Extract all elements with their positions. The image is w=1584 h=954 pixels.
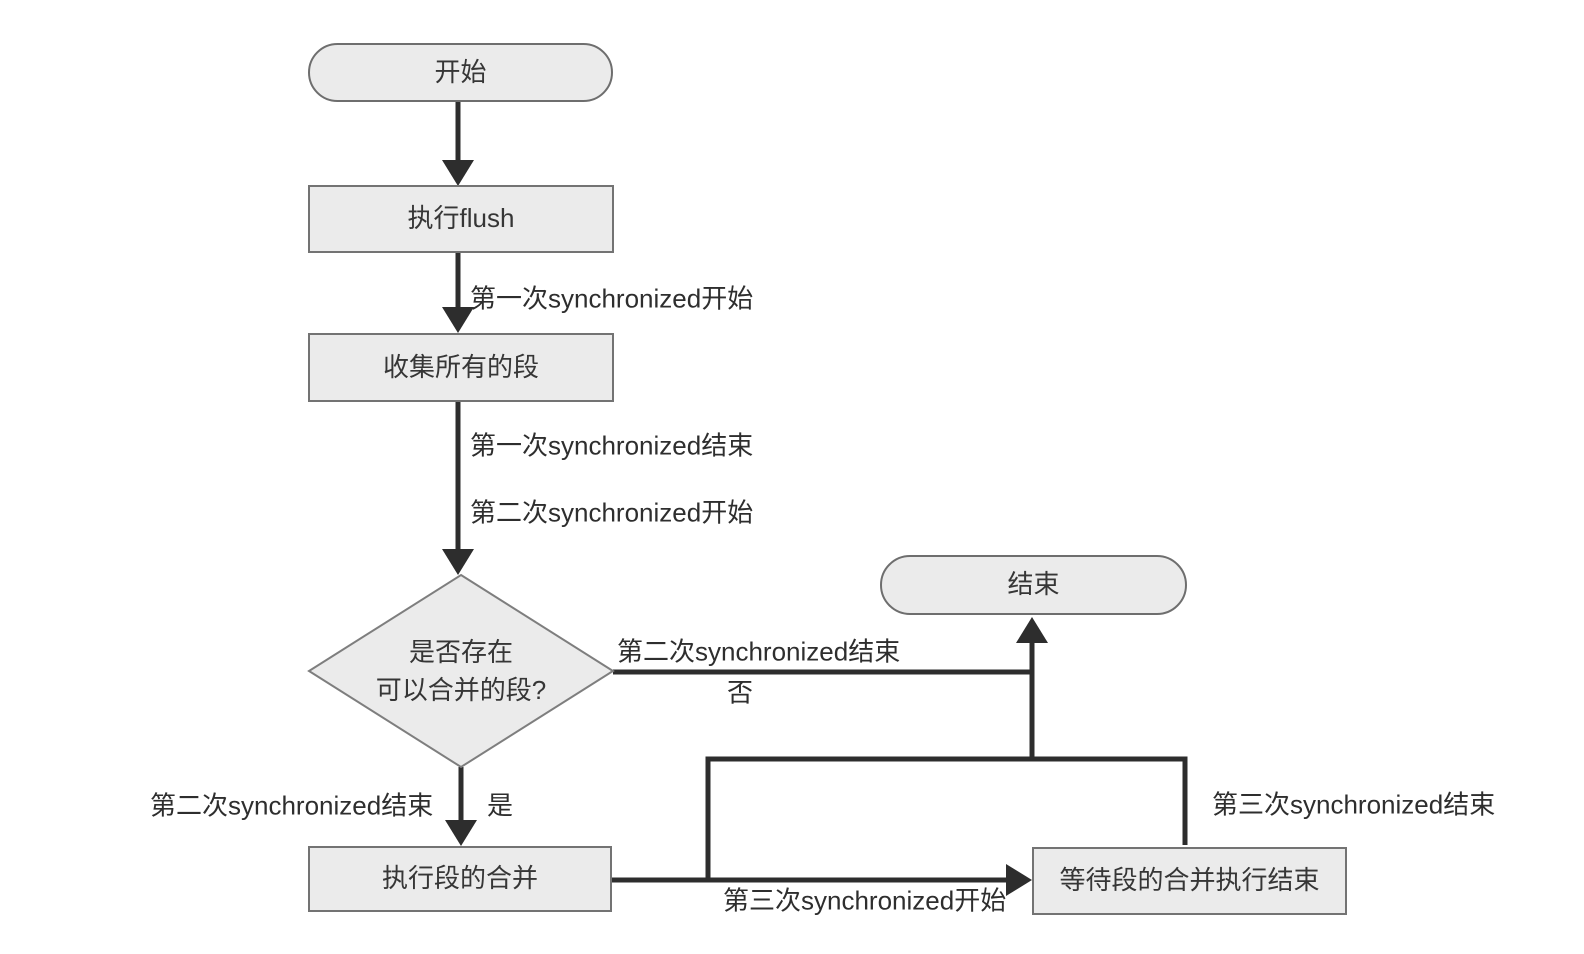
edge-label-sync1-end: 第一次synchronized结束 <box>470 430 754 461</box>
arrowhead-collect-decision <box>442 549 474 575</box>
node-merge: 执行段的合并 <box>308 846 612 912</box>
decision-diamond-shape <box>307 573 615 769</box>
node-wait-label: 等待段的合并执行结束 <box>1059 865 1320 896</box>
node-decision-label-line1: 是否存在 <box>408 637 513 667</box>
arrowhead-decision-merge <box>445 820 477 846</box>
arrowhead-to-end <box>1016 617 1048 643</box>
node-flush: 执行flush <box>308 185 614 253</box>
node-wait: 等待段的合并执行结束 <box>1032 847 1347 915</box>
node-end: 结束 <box>880 555 1187 615</box>
arrowhead-start-flush <box>442 160 474 186</box>
arrowhead-merge-wait <box>1006 864 1032 896</box>
node-collect-label: 收集所有的段 <box>382 351 539 382</box>
node-merge-label: 执行段的合并 <box>381 863 538 894</box>
node-start: 开始 <box>308 43 613 102</box>
edge-label-sync1-start: 第一次synchronized开始 <box>470 283 754 314</box>
edge-label-no: 否 <box>726 677 754 708</box>
edge-wait-loop <box>705 756 1188 878</box>
node-collect: 收集所有的段 <box>308 333 614 402</box>
node-decision-label-line2: 可以合并的段? <box>375 675 547 705</box>
edge-label-yes: 是 <box>486 790 514 821</box>
node-flush-label: 执行flush <box>407 203 515 234</box>
node-end-label: 结束 <box>1007 569 1060 600</box>
node-start-label: 开始 <box>434 56 487 87</box>
edge-label-sync2-start: 第二次synchronized开始 <box>470 497 754 528</box>
arrowhead-flush-collect <box>442 307 474 333</box>
edge-label-sync3-end: 第三次synchronized结束 <box>1212 789 1496 820</box>
edge-label-sync2-end-no: 第二次synchronized结束 <box>617 636 901 667</box>
edge-label-sync2-end-yes: 第二次synchronized结束 <box>150 790 434 821</box>
node-decision: 是否存在 可以合并的段? <box>309 575 613 767</box>
edge-label-sync3-start: 第三次synchronized开始 <box>723 885 1007 916</box>
